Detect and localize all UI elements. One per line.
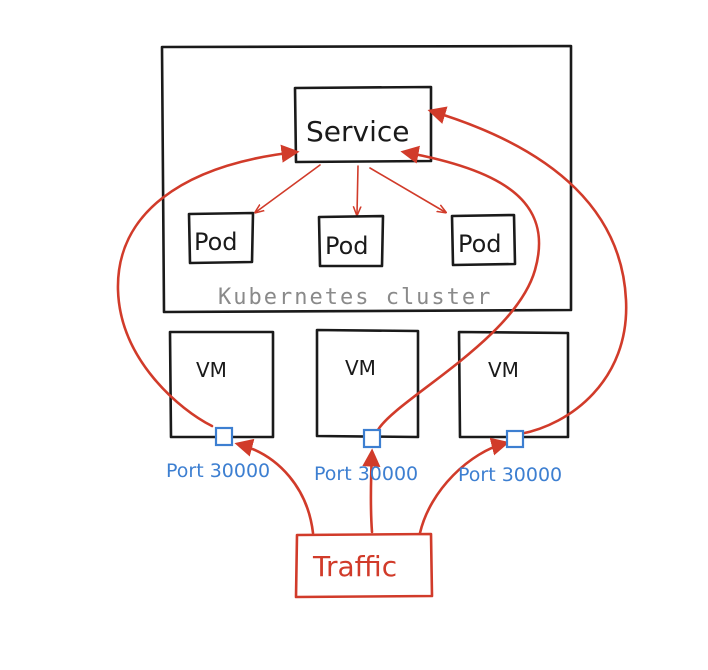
- port-1-to-service-arrow: [116, 144, 300, 428]
- vm-label-3: VM: [488, 358, 519, 382]
- port-label-2: Port 30000: [314, 463, 418, 485]
- service-box: [293, 85, 433, 164]
- traffic-to-port-1-arrow: [234, 438, 315, 535]
- vm-label-2: VM: [345, 356, 376, 380]
- kubernetes-cluster-box: [160, 44, 573, 314]
- vm-label-1: VM: [196, 358, 227, 382]
- port-square-1: [214, 426, 234, 447]
- port-3-to-service-arrow: [427, 106, 628, 436]
- vm-box-3: [457, 330, 570, 439]
- port-square-2: [362, 428, 382, 449]
- service-label: Service: [306, 115, 409, 148]
- service-to-pod-1-arrow: [256, 164, 321, 212]
- pod-label-2: Pod: [325, 232, 369, 260]
- vm-box-2: [315, 328, 420, 439]
- port-2-to-service-arrow: [376, 145, 541, 432]
- traffic-to-port-3-arrow: [418, 437, 510, 535]
- pod-box-1: [187, 211, 255, 265]
- port-square-3: [505, 429, 525, 449]
- cluster-label: Kubernetes cluster: [218, 285, 492, 310]
- traffic-label: Traffic: [312, 550, 397, 583]
- traffic-to-port-2-arrow: [362, 448, 381, 534]
- port-label-1: Port 30000: [166, 460, 270, 482]
- port-label-3: Port 30000: [458, 464, 562, 486]
- service-to-pod-2-arrow: [357, 165, 358, 214]
- pod-label-3: Pod: [458, 230, 502, 258]
- service-to-pod-3-arrow: [369, 167, 445, 212]
- pod-label-1: Pod: [194, 228, 238, 256]
- pod-box-2: [317, 214, 385, 268]
- vm-box-1: [168, 330, 275, 439]
- traffic-box: [294, 532, 434, 599]
- pod-box-3: [450, 213, 517, 267]
